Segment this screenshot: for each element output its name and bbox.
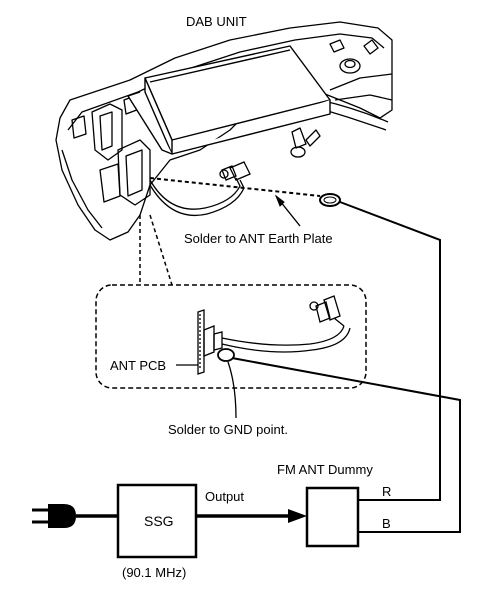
- dab-unit-label: DAB UNIT: [186, 14, 247, 29]
- earth-solder-lead: [150, 178, 340, 206]
- ssg-label: SSG: [144, 513, 174, 529]
- fm-ant-dummy-label: FM ANT Dummy: [277, 462, 373, 477]
- gnd-leader: [228, 362, 236, 418]
- output-label: Output: [205, 489, 244, 504]
- ant-pcb-label: ANT PCB: [110, 358, 166, 373]
- ant-pcb-drawing: [198, 296, 350, 374]
- terminal-b-label: B: [382, 516, 391, 531]
- power-plug-icon: [32, 504, 118, 528]
- earth-plate-arrow: [276, 196, 300, 226]
- solder-gnd-label: Solder to GND point.: [168, 422, 288, 437]
- inset-dashed-leader: [140, 215, 172, 285]
- dab-unit-module: [128, 46, 330, 154]
- antenna-cable-top: [150, 162, 250, 215]
- terminal-r-label: R: [382, 484, 391, 499]
- frequency-label: (90.1 MHz): [122, 565, 186, 580]
- solder-earth-label: Solder to ANT Earth Plate: [184, 231, 333, 246]
- r-wire: [340, 202, 440, 500]
- output-arrow-icon: [288, 509, 307, 523]
- fm-ant-dummy-box: [307, 488, 358, 546]
